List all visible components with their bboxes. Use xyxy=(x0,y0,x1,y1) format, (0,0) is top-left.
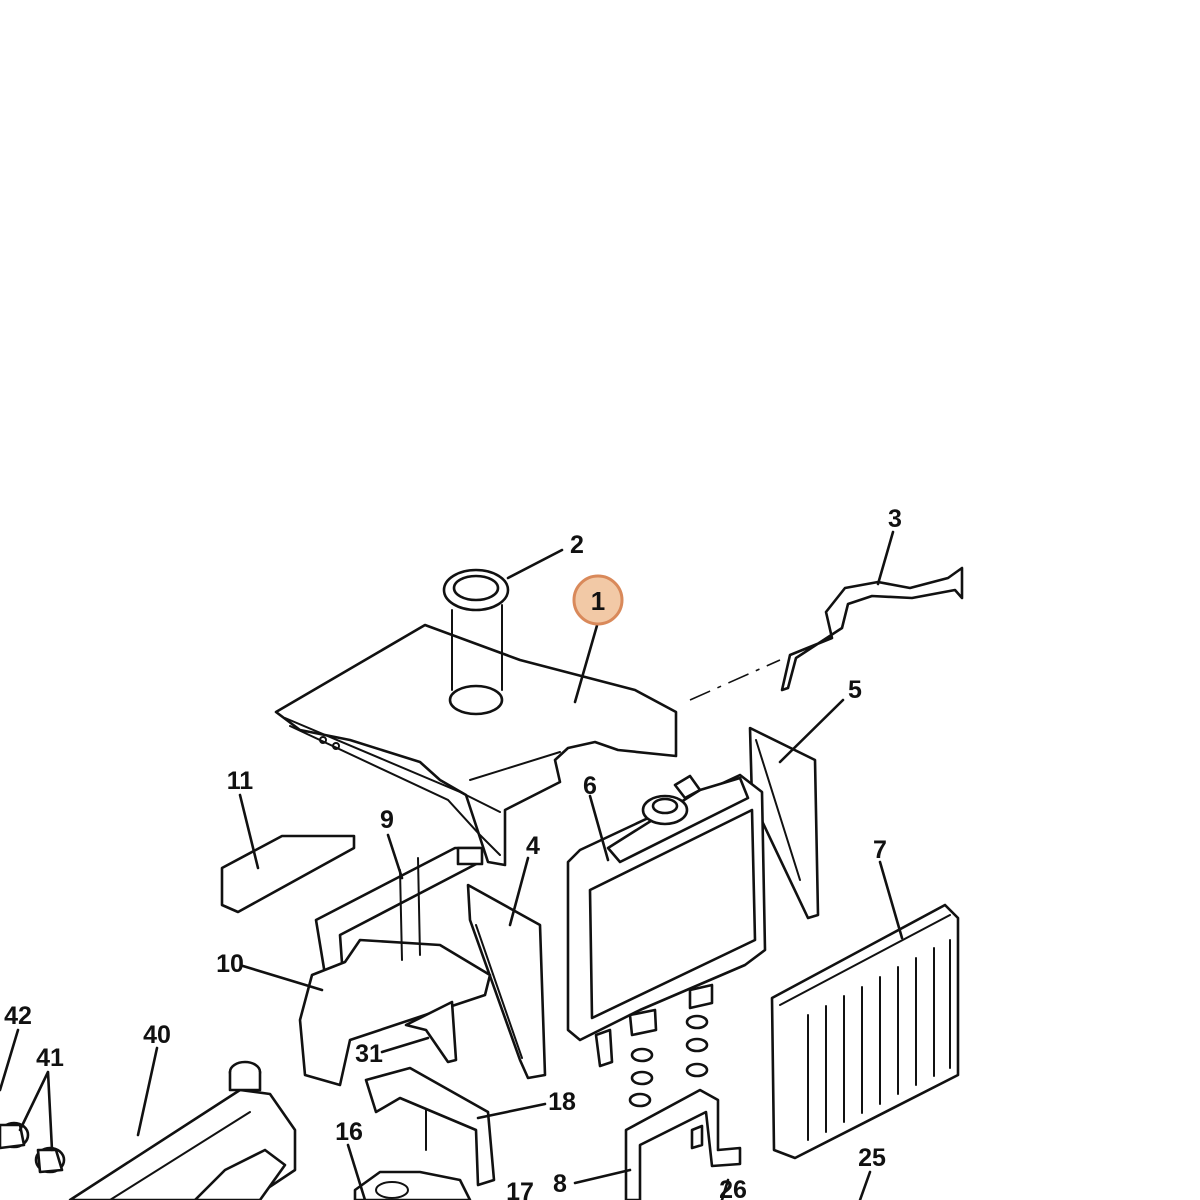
mounting-bushes xyxy=(628,1014,709,1108)
callout-40[interactable]: 40 xyxy=(143,1021,171,1049)
part-3-hose xyxy=(780,566,964,692)
callout-8[interactable]: 8 xyxy=(553,1170,567,1198)
part-2-filler-ring xyxy=(442,568,510,612)
callout-25[interactable]: 25 xyxy=(858,1144,886,1172)
part-31-bracket xyxy=(404,1000,458,1064)
part-4-side-plate xyxy=(466,883,547,1080)
callout-1-label: 1 xyxy=(591,586,605,616)
part-9-10-frame xyxy=(298,846,492,1087)
callout-3[interactable]: 3 xyxy=(888,505,902,533)
part-1-cover xyxy=(274,604,678,867)
callout-9[interactable]: 9 xyxy=(380,806,394,834)
part-6-radiator xyxy=(566,773,767,1068)
part-18-bracket xyxy=(364,1066,496,1187)
callout-11[interactable]: 11 xyxy=(227,767,254,795)
part-11-plate xyxy=(220,834,356,914)
part-16-17-hub xyxy=(353,1170,472,1200)
alignment-dashed-line xyxy=(689,659,781,701)
highlight-circle xyxy=(572,574,624,626)
callout-5[interactable]: 5 xyxy=(848,676,862,704)
part-7-grille xyxy=(770,903,960,1160)
callout-26[interactable]: 26 xyxy=(719,1176,747,1200)
callout-10[interactable]: 10 xyxy=(216,950,244,978)
callout-41[interactable]: 41 xyxy=(36,1044,64,1072)
callout-2[interactable]: 2 xyxy=(570,531,584,559)
callout-17[interactable]: 17 xyxy=(506,1178,534,1200)
part-41-bushes xyxy=(0,1121,66,1174)
leader-lines xyxy=(0,530,904,1200)
callouts: 1 2 3 4 5 6 7 8 9 10 11 16 17 18 25 26 3… xyxy=(4,505,902,1200)
callout-31[interactable]: 31 xyxy=(355,1040,383,1068)
callout-16[interactable]: 16 xyxy=(335,1118,363,1146)
callout-4[interactable]: 4 xyxy=(526,832,540,860)
part-8-bracket xyxy=(624,1088,742,1200)
callout-7[interactable]: 7 xyxy=(873,836,887,864)
callout-1[interactable]: 1 xyxy=(572,574,624,626)
callout-6[interactable]: 6 xyxy=(583,772,597,800)
callout-42[interactable]: 42 xyxy=(4,1002,32,1030)
part-40-beam xyxy=(68,1060,297,1200)
callout-18[interactable]: 18 xyxy=(548,1088,576,1116)
